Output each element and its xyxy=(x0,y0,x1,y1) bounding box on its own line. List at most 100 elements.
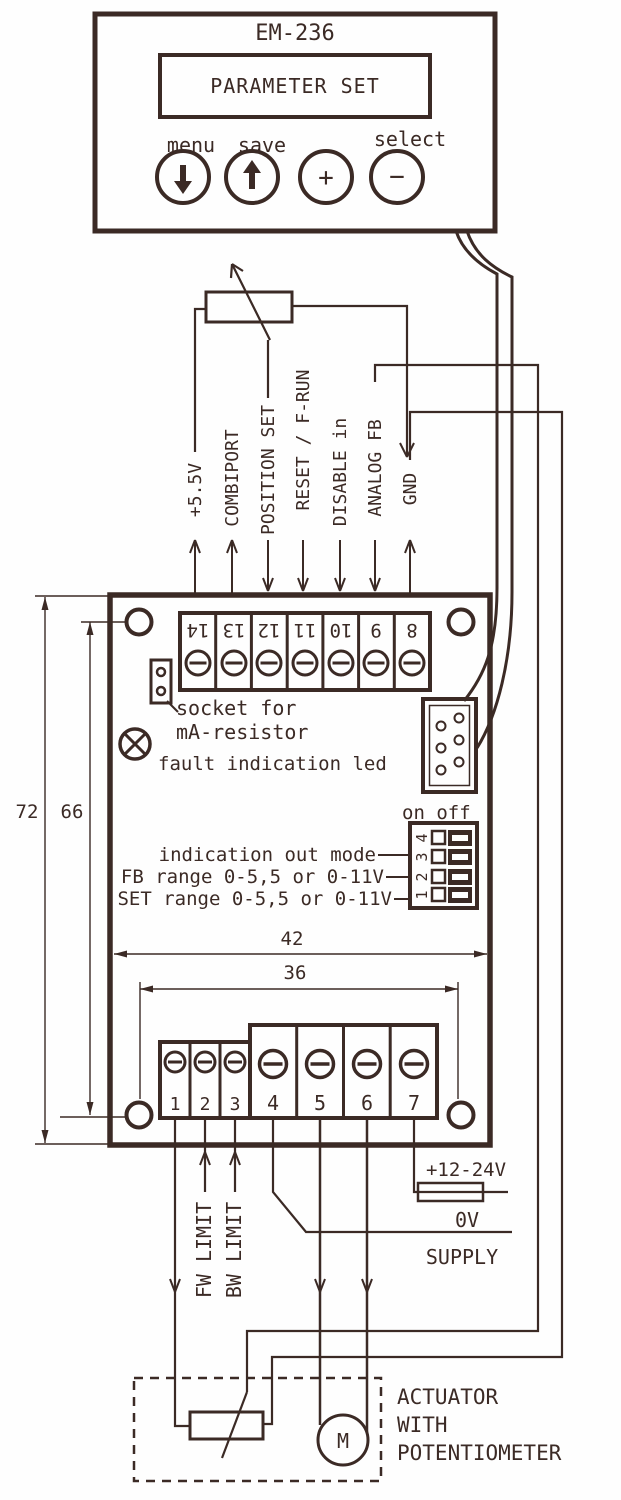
terminal-6: 6 xyxy=(361,1091,373,1115)
down-arrow-icon xyxy=(174,165,192,194)
top-terminal-block: 14 13 12 11 10 9 8 xyxy=(178,611,432,692)
dim-66-lines xyxy=(60,621,125,1118)
mounting-hole-bottom-left xyxy=(124,1100,154,1130)
terminal-14: 14 xyxy=(187,619,210,641)
dip-on-off-label: on off xyxy=(402,802,471,824)
fault-led: fault indication led xyxy=(118,727,387,775)
controller-board: 14 13 12 11 10 9 8 socket for m xyxy=(107,592,493,1148)
feedback-pot-wiper xyxy=(220,1391,249,1459)
controller-outline xyxy=(92,11,498,234)
dip-number-2: 2 xyxy=(413,872,431,881)
arrow-combiport-out xyxy=(226,539,238,594)
wire-label-analog-fb: ANALOG FB xyxy=(365,419,386,517)
dim-66-arrow-top xyxy=(86,622,94,635)
dim-66: 66 xyxy=(61,801,84,823)
terminal-8: 8 xyxy=(406,619,417,641)
analog-fb-run xyxy=(245,363,540,1392)
controller-cable xyxy=(454,230,514,749)
wire-label-disable: DISABLE in xyxy=(330,418,351,526)
motor-circle xyxy=(316,1413,370,1467)
zero-volt-label: 0V xyxy=(455,1208,479,1232)
motor-label: M xyxy=(337,1429,349,1453)
wire-label-combiport: COMBIPORT xyxy=(222,429,243,527)
dip-switch: on off 4 3 2 1 indication out mode FB ra… xyxy=(117,802,479,910)
arrows-limit-up xyxy=(199,1151,241,1166)
menu-button xyxy=(155,149,211,205)
wires-motor xyxy=(318,1118,369,1433)
terminal-13: 13 xyxy=(223,619,246,641)
width-dimensions: 42 36 xyxy=(114,928,487,1099)
save-button xyxy=(224,149,280,205)
arrow-analog-fb-in xyxy=(369,540,381,592)
lcd-display xyxy=(158,53,432,119)
socket-pin-1 xyxy=(155,666,167,678)
mounting-hole-top-left xyxy=(124,607,154,637)
terminal-10: 10 xyxy=(330,619,353,641)
lcd-text: PARAMETER SET xyxy=(210,74,380,98)
supply-label: SUPPLY xyxy=(426,1245,498,1269)
fw-limit-label: FW LIMIT xyxy=(192,1202,216,1298)
arrow-reset-in xyxy=(297,540,309,592)
actuator-label-line1: ACTUATOR xyxy=(397,1385,499,1409)
wire-label-reset: RESET / F-RUN xyxy=(293,370,314,511)
mounting-hole-bottom-right xyxy=(446,1100,476,1130)
socket-leader xyxy=(166,700,179,713)
arrow-t1-down xyxy=(169,1278,181,1293)
fuse xyxy=(416,1181,485,1203)
lower-wiring: FW LIMIT BW LIMIT +12-24V 0V SUPPLY xyxy=(169,1118,512,1433)
dim-42-arrow-right xyxy=(474,950,487,958)
em236-controller: EM-236 PARAMETER SET menu save select + … xyxy=(92,11,498,234)
wires-limit-inputs xyxy=(203,1118,237,1192)
dip-levers xyxy=(430,829,472,903)
small-block-dividers xyxy=(188,1042,222,1118)
ma-resistor-socket: socket for mA-resistor xyxy=(149,658,308,744)
connector-pins xyxy=(435,712,465,776)
bw-limit-label: BW LIMIT xyxy=(222,1202,246,1298)
set-pot-wiper xyxy=(231,263,271,341)
dip-leader-lines xyxy=(378,854,409,900)
height-dimensions: 72 66 xyxy=(16,595,125,1145)
socket-note-line1: socket for xyxy=(176,696,296,720)
wire-label-position-set: POSITION SET xyxy=(258,405,279,535)
minus-button xyxy=(369,149,425,205)
connector-outline xyxy=(421,697,478,794)
arrow-gnd-out xyxy=(404,539,416,594)
wire-t7-supply xyxy=(412,1118,508,1194)
dim-36-arrow-left xyxy=(140,985,153,993)
set-pot-arrowhead xyxy=(229,263,244,279)
arrow-55v-out xyxy=(189,539,201,594)
supply-voltage-label: +12-24V xyxy=(426,1159,506,1181)
actuator-box xyxy=(132,1376,383,1483)
minus-icon: − xyxy=(389,162,405,192)
dim-72: 72 xyxy=(16,801,39,823)
actuator-label-line3: POTENTIOMETER xyxy=(397,1441,562,1465)
dip-label-2: FB range 0-5,5 or 0-11V xyxy=(121,866,384,888)
plus-icon: + xyxy=(318,163,334,193)
dim-42-arrow-left xyxy=(114,950,127,958)
connector-inner xyxy=(428,704,471,787)
arrow-position-set-in xyxy=(262,540,274,592)
socket-body xyxy=(149,658,173,705)
terminal-4: 4 xyxy=(267,1091,279,1115)
dip-outline xyxy=(408,821,479,910)
terminal-1: 1 xyxy=(170,1094,181,1115)
top-block-dividers xyxy=(214,613,396,690)
arrow-disable-in xyxy=(334,540,346,592)
gnd-run xyxy=(263,410,564,1426)
board-outline xyxy=(107,592,493,1148)
set-pot-left-wire xyxy=(193,307,206,452)
programming-connector xyxy=(421,697,478,794)
set-potentiometer xyxy=(193,263,415,458)
mounting-hole-top-right xyxy=(446,607,476,637)
terminal-2: 2 xyxy=(200,1094,211,1115)
terminal-12: 12 xyxy=(258,619,281,641)
dim-72-arrow-bottom xyxy=(41,1130,49,1143)
socket-note-line2: mA-resistor xyxy=(176,720,308,744)
bottom-terminal-block: 1 2 3 4 5 6 7 xyxy=(158,1023,439,1120)
dim-72-lines xyxy=(35,595,108,1145)
led-note: fault indication led xyxy=(158,753,387,775)
actuator-label-line2: WITH xyxy=(397,1413,448,1437)
dip-label-3: SET range 0-5,5 or 0-11V xyxy=(117,888,392,910)
terminal-3: 3 xyxy=(230,1094,241,1115)
